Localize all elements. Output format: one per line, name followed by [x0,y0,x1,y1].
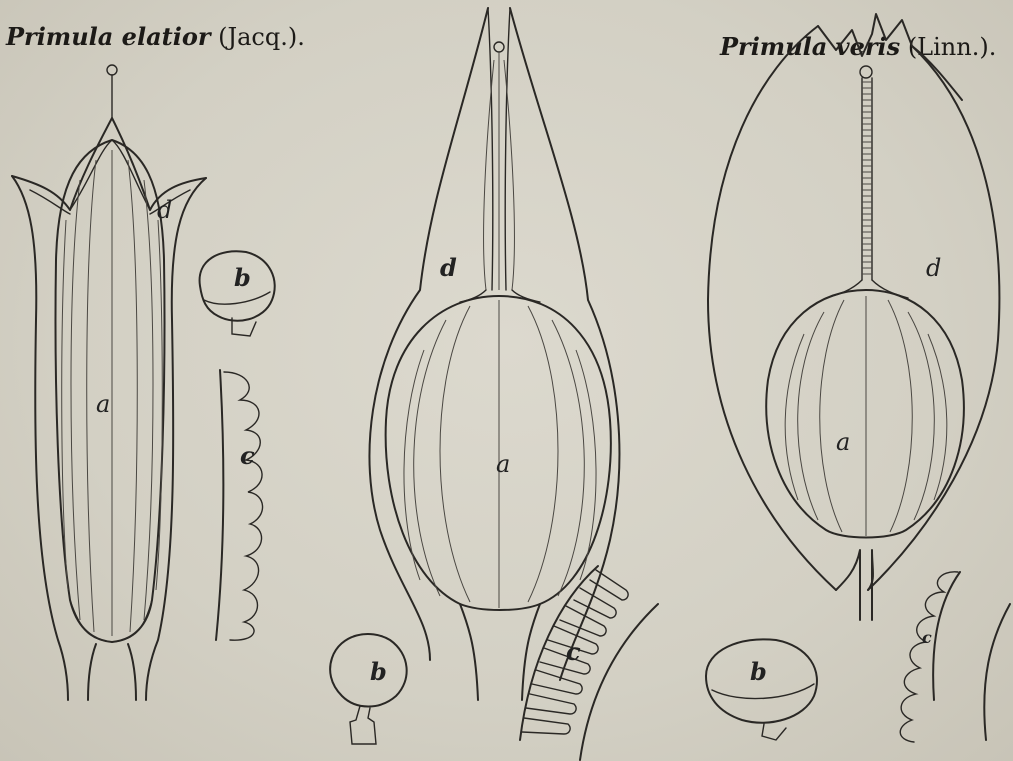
center-stigma [494,42,504,52]
center-calyx-figure [369,8,619,700]
label-c-left: c [240,444,255,468]
center-cell-section [520,566,658,760]
label-b-center: b [370,660,387,684]
label-d-left: d [157,198,172,222]
label-d-center: d [440,256,457,280]
veris-calyx-figure [708,14,999,620]
center-calyx-outer [369,8,619,680]
elatior-cell-section [216,370,263,640]
veris-cell-section [900,572,1010,742]
label-a-center: a [496,452,510,476]
label-c-right: c [922,630,932,646]
center-seed [330,634,407,744]
veris-calyx-outer [708,26,999,590]
label-b-right: b [750,660,767,684]
elatior-stigma [107,65,117,75]
veris-seed [706,639,817,740]
label-b-left: b [234,266,251,290]
elatior-calyx-outer [12,176,206,700]
label-c-center: c [566,640,581,664]
veris-stigma [860,66,872,78]
elatior-calyx-figure [12,65,206,700]
label-a-right: a [836,430,850,454]
label-a-left: a [96,392,110,416]
label-d-right: d [926,256,941,280]
